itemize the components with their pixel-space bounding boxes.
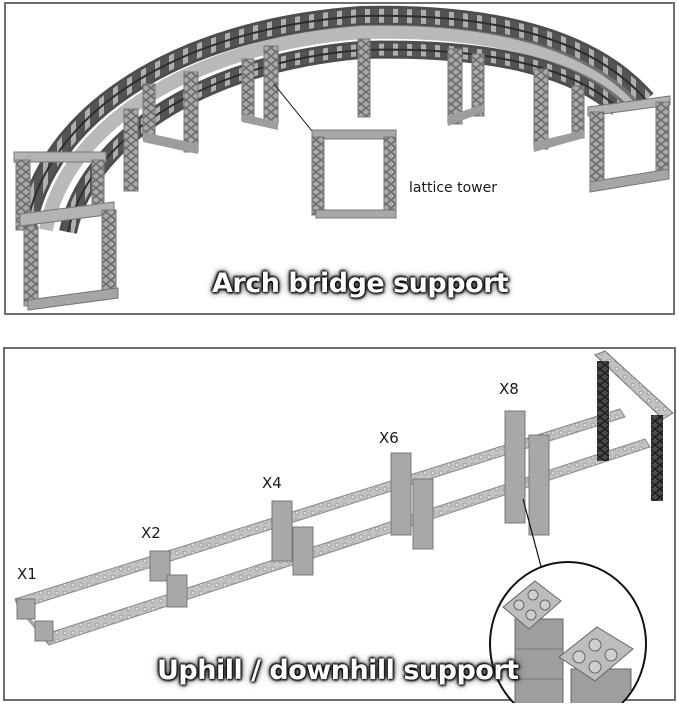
lattice-tower-label: lattice tower: [409, 180, 497, 196]
height-label-x4: X4: [262, 474, 282, 492]
arch-bridge-caption: Arch bridge support: [212, 268, 509, 299]
end-lattice-frame: [594, 350, 674, 501]
support-columns: [16, 410, 550, 642]
arch-bridge-support-panel: lattice tower Arch bridge support: [4, 2, 675, 315]
curved-track: [16, 5, 654, 234]
height-label-x1: X1: [17, 565, 37, 583]
arch-bridge-illustration: [13, 5, 671, 311]
callout-line: [273, 83, 313, 132]
detail-callout-line: [522, 498, 544, 575]
uphill-ramp-illustration: [14, 350, 674, 703]
height-label-x6: X6: [379, 429, 399, 447]
uphill-downhill-caption: Uphill / downhill support: [157, 655, 519, 686]
height-label-x8: X8: [499, 380, 519, 398]
detail-inset: [489, 561, 647, 703]
lattice-tower-detail: [311, 129, 397, 219]
lattice-supports: [13, 38, 671, 311]
height-label-x2: X2: [141, 524, 161, 542]
uphill-downhill-support-panel: X1 X2 X4 X6 X8 Uphill / downhill support: [3, 347, 676, 703]
